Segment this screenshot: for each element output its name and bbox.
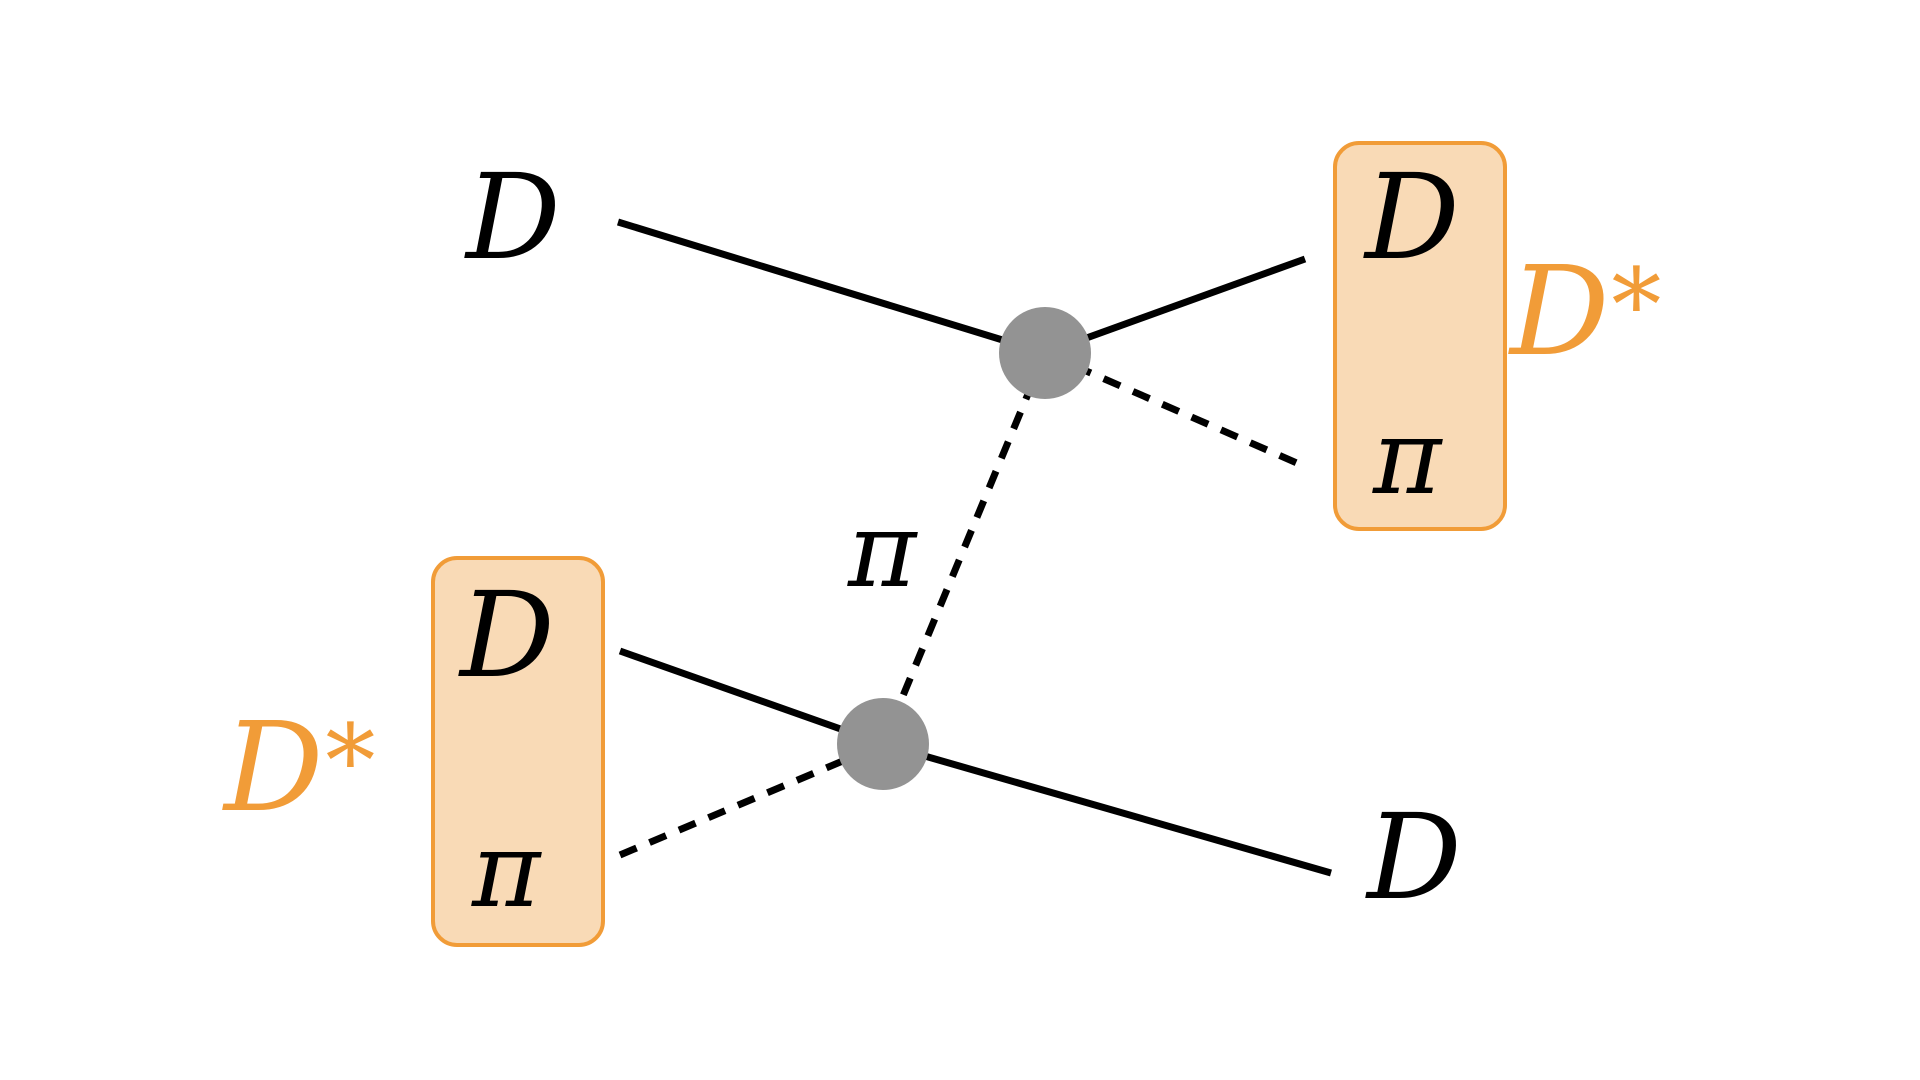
top-right-dstar-star: * [1611, 247, 1661, 364]
bottom-left-pi-label: π [471, 809, 542, 931]
bottom-right-d-label: D [1365, 788, 1462, 926]
bottom-right-outgoing-line [882, 740, 1332, 877]
bottom-left-d-label: D [458, 566, 555, 704]
top-right-outgoing-line [1043, 255, 1307, 357]
upper-vertex [999, 307, 1091, 399]
bottom-left-dstar-label: D* [222, 696, 375, 840]
top-right-d-label: D [1363, 148, 1460, 286]
bottom-left-pion-line [618, 740, 885, 859]
top-right-pion-line [1043, 349, 1308, 471]
top-right-dstar-label: D* [1508, 240, 1661, 384]
exchange-pion-line [879, 351, 1049, 746]
top-right-pi-label: π [1372, 396, 1443, 518]
top-left-incoming-line [616, 218, 1047, 357]
bottom-left-composite-box [431, 556, 605, 947]
top-left-d-label: D [464, 148, 561, 286]
bottom-left-dstar-base: D [222, 696, 323, 840]
lower-vertex [837, 698, 929, 790]
top-right-composite-box [1333, 141, 1507, 531]
top-right-dstar-base: D [1508, 240, 1609, 384]
bottom-left-dstar-star: * [325, 703, 375, 820]
exchange-pi-label: π [847, 489, 918, 611]
bottom-left-incoming-line [618, 647, 885, 748]
